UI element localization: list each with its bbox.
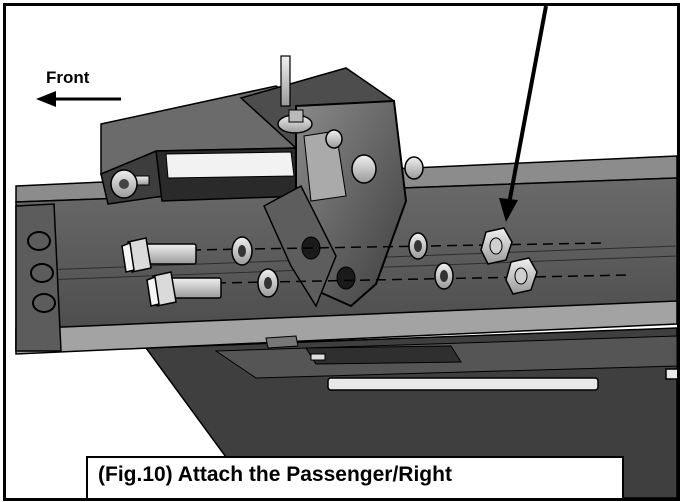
caption-box: (Fig.10) Attach the Passenger/Right <box>86 456 624 498</box>
washers <box>231 232 454 298</box>
front-label: Front <box>46 68 90 87</box>
upper-bolt <box>121 237 197 273</box>
lower-tray <box>144 327 677 498</box>
assembly-diagram <box>15 6 677 498</box>
lower-bolt <box>146 271 222 307</box>
assembly-guide-lines <box>190 242 632 284</box>
figure-frame: Front (Fig.10) Attach the Passenger/Righ… <box>3 3 680 501</box>
mounting-bracket <box>100 55 424 308</box>
nuts <box>480 227 538 295</box>
arrow-left-icon <box>36 91 121 107</box>
pointer-arrow-icon <box>499 6 548 222</box>
figure-caption: (Fig.10) Attach the Passenger/Right <box>98 463 452 486</box>
